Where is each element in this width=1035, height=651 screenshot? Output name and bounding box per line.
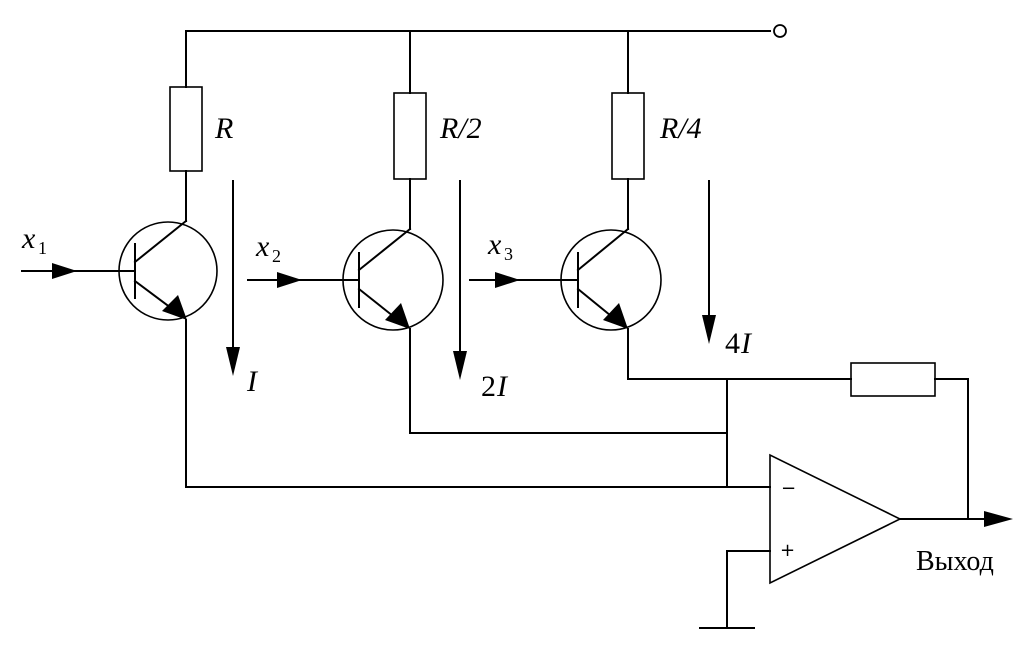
label-x1: x	[21, 222, 36, 255]
label-r-quarter: R/4	[659, 112, 702, 145]
resistor-r-quarter	[611, 92, 645, 180]
branch-2	[247, 30, 728, 434]
label-current-4i: I	[740, 327, 753, 360]
label-current-2i-coef: 2	[481, 370, 496, 403]
label-current-i: I	[246, 365, 259, 398]
current-arrow-i	[226, 180, 240, 376]
branch-1	[21, 30, 728, 488]
branch-3	[469, 30, 852, 380]
label-x1-sub: 1	[38, 238, 47, 258]
supply-terminal	[773, 24, 787, 38]
output-arrow	[984, 511, 1013, 527]
input-arrow-x3	[495, 272, 520, 288]
label-x2-sub: 2	[272, 246, 281, 266]
resistor-r	[169, 86, 203, 172]
input-arrow-x1	[52, 263, 77, 279]
transistor-2	[299, 227, 444, 331]
label-r-half: R/2	[439, 112, 482, 145]
op-amp: − +	[769, 453, 902, 585]
label-x3: x	[487, 228, 502, 261]
transistor-3	[517, 227, 662, 331]
transistor-1	[74, 219, 218, 321]
label-current-4i-coef: 4	[725, 327, 740, 360]
output-label: Выход	[916, 546, 994, 577]
inverting-input-sign: −	[781, 478, 796, 499]
current-arrow-2i	[453, 180, 467, 380]
label-x2: x	[255, 230, 270, 263]
supply-rail	[185, 24, 787, 38]
noninverting-input-sign: +	[780, 540, 795, 561]
label-r: R	[214, 112, 233, 145]
input-arrow-x2	[277, 272, 302, 288]
resistor-r-half	[393, 92, 427, 180]
label-x3-sub: 3	[504, 244, 513, 264]
label-current-2i: I	[496, 370, 509, 403]
current-arrow-4i	[702, 180, 716, 344]
feedback-resistor	[850, 362, 936, 397]
